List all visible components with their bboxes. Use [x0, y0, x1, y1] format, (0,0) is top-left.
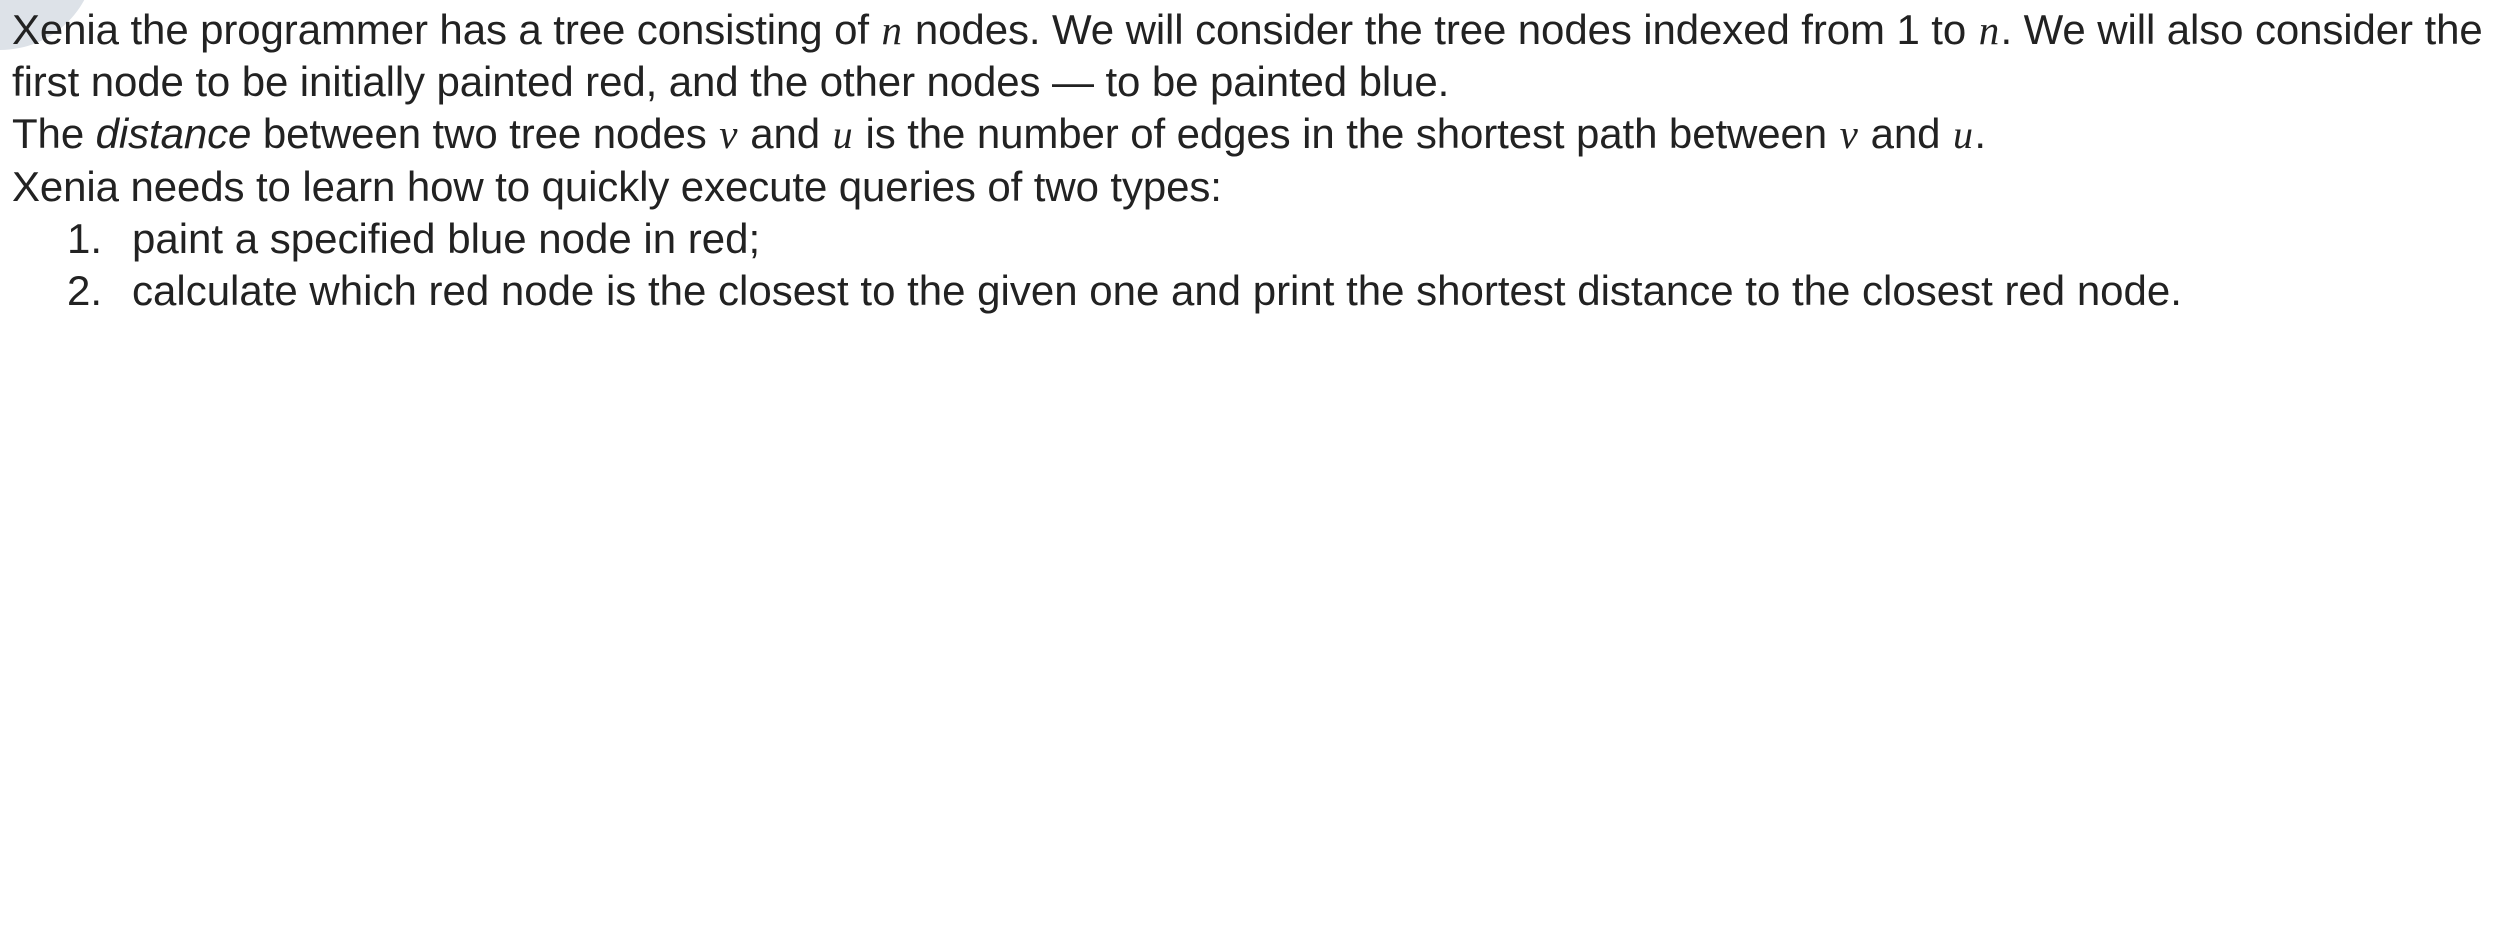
text-fragment: The: [12, 110, 96, 157]
text-fragment: is the number of edges in the shortest p…: [853, 110, 1839, 157]
text-fragment: and: [1859, 110, 1953, 157]
text-fragment: between two tree nodes: [251, 110, 719, 157]
paragraph-intro: Xenia the programmer has a tree consisti…: [12, 0, 2486, 108]
text-fragment: Xenia the programmer has a tree consisti…: [12, 6, 881, 53]
math-variable-n: n: [1978, 7, 2000, 53]
text-fragment: . We will also consider the first node t…: [12, 6, 2483, 105]
paragraph-queries-intro: Xenia needs to learn how to quickly exec…: [12, 161, 2486, 213]
list-item-text: paint a specified blue node in red;: [132, 215, 761, 262]
problem-statement-body: Xenia the programmer has a tree consisti…: [0, 0, 2500, 317]
math-variable-u: u: [832, 112, 853, 157]
emphasis-distance: distance: [95, 110, 252, 157]
math-variable-v: v: [719, 111, 738, 157]
list-item-text: calculate which red node is the closest …: [132, 267, 2182, 314]
math-variable-u: u: [1953, 112, 1974, 157]
math-variable-v: v: [1839, 111, 1859, 157]
paragraph-distance-definition: The distance between two tree nodes v an…: [12, 108, 2486, 161]
text-fragment: Xenia needs to learn how to quickly exec…: [12, 163, 1222, 210]
list-item: calculate which red node is the closest …: [12, 265, 2486, 317]
list-item: paint a specified blue node in red;: [12, 213, 2486, 265]
text-fragment: .: [1974, 110, 1986, 157]
query-types-list: paint a specified blue node in red; calc…: [12, 213, 2486, 317]
text-fragment: nodes. We will consider the tree nodes i…: [903, 6, 1978, 53]
math-variable-n: n: [881, 7, 903, 53]
text-fragment: and: [738, 110, 832, 157]
